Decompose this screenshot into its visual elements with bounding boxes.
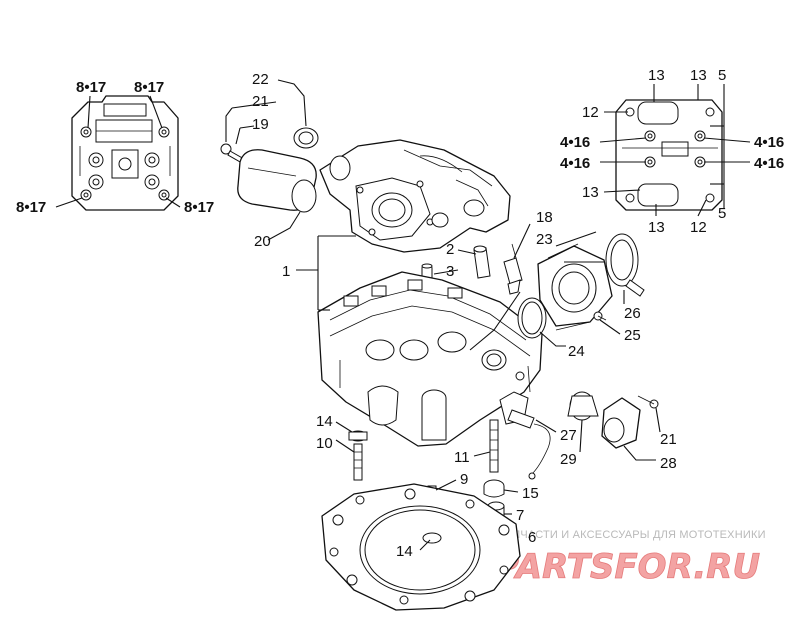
callout-4-16: 4•16: [754, 134, 784, 151]
callout-1: 1: [282, 263, 290, 280]
callout-8-17: 8•17: [16, 199, 46, 216]
callout-4-16: 4•16: [754, 155, 784, 172]
callout-22: 22: [252, 71, 269, 88]
stud-2: [473, 245, 491, 279]
bolt-21: [637, 395, 659, 409]
callout-24: 24: [568, 343, 585, 360]
leader-1: [296, 235, 356, 311]
callout-13: 13: [648, 219, 665, 236]
housing-20: [237, 149, 317, 213]
callout-11: 11: [454, 449, 470, 466]
callout-8-17: 8•17: [184, 199, 214, 216]
callout-5: 5: [718, 67, 726, 84]
callout-8-17: 8•17: [134, 79, 164, 96]
head-top-view-inset: [55, 95, 181, 211]
stud-10-nut-14: [348, 430, 368, 481]
callout-10: 10: [316, 435, 333, 452]
callout-6: 6: [528, 529, 536, 546]
stud-11: [489, 419, 499, 473]
callout-20: 20: [254, 233, 271, 250]
spark-plug-18: [503, 243, 523, 295]
callout-29: 29: [560, 451, 577, 468]
watermark-logo: PARTSFOR.RU: [494, 547, 760, 587]
callout-13: 13: [690, 67, 707, 84]
nut-15: [483, 479, 505, 498]
cylinder-head-upper: [319, 139, 511, 253]
callout-8-17: 8•17: [76, 79, 106, 96]
callout-4-16: 4•16: [560, 134, 590, 151]
callout-9: 9: [460, 471, 468, 488]
callout-21: 21: [252, 93, 269, 110]
callout-2: 2: [446, 241, 454, 258]
o-ring-22: [293, 127, 319, 149]
callout-3: 3: [446, 263, 454, 280]
callout-15: 15: [522, 485, 539, 502]
callout-14: 14: [316, 413, 333, 430]
callout-18: 18: [536, 209, 553, 226]
o-ring-24: [517, 297, 547, 339]
outlet-housing-28: [601, 397, 641, 449]
watermark: ЗАПЧАСТИ И АКСЕССУАРЫ ДЛЯ МОТОТЕХНИКИ PA…: [494, 529, 766, 587]
intake-boot-23: [537, 243, 613, 331]
callout-12: 12: [690, 219, 707, 236]
callout-4-16: 4•16: [560, 155, 590, 172]
sensor-27: [507, 409, 551, 480]
callout-25: 25: [624, 327, 641, 344]
watermark-tagline: ЗАПЧАСТИ И АКСЕССУАРЫ ДЛЯ МОТОТЕХНИКИ: [498, 529, 766, 541]
callout-21: 21: [660, 431, 677, 448]
callout-19: 19: [252, 116, 269, 133]
callout-13: 13: [648, 67, 665, 84]
callout-12: 12: [582, 104, 599, 121]
callout-28: 28: [660, 455, 677, 472]
callout-13: 13: [582, 184, 599, 201]
thermostat-29: [567, 391, 599, 421]
screw-25: [593, 311, 607, 321]
callout-14: 14: [396, 543, 413, 560]
main-leader-lines: [225, 79, 661, 551]
callout-7: 7: [516, 507, 524, 524]
callout-5: 5: [718, 205, 726, 222]
clamp-26: [605, 233, 645, 297]
callout-23: 23: [536, 231, 553, 248]
callout-26: 26: [624, 305, 641, 322]
valve-cover-inset: [599, 84, 751, 217]
callout-27: 27: [560, 427, 577, 444]
